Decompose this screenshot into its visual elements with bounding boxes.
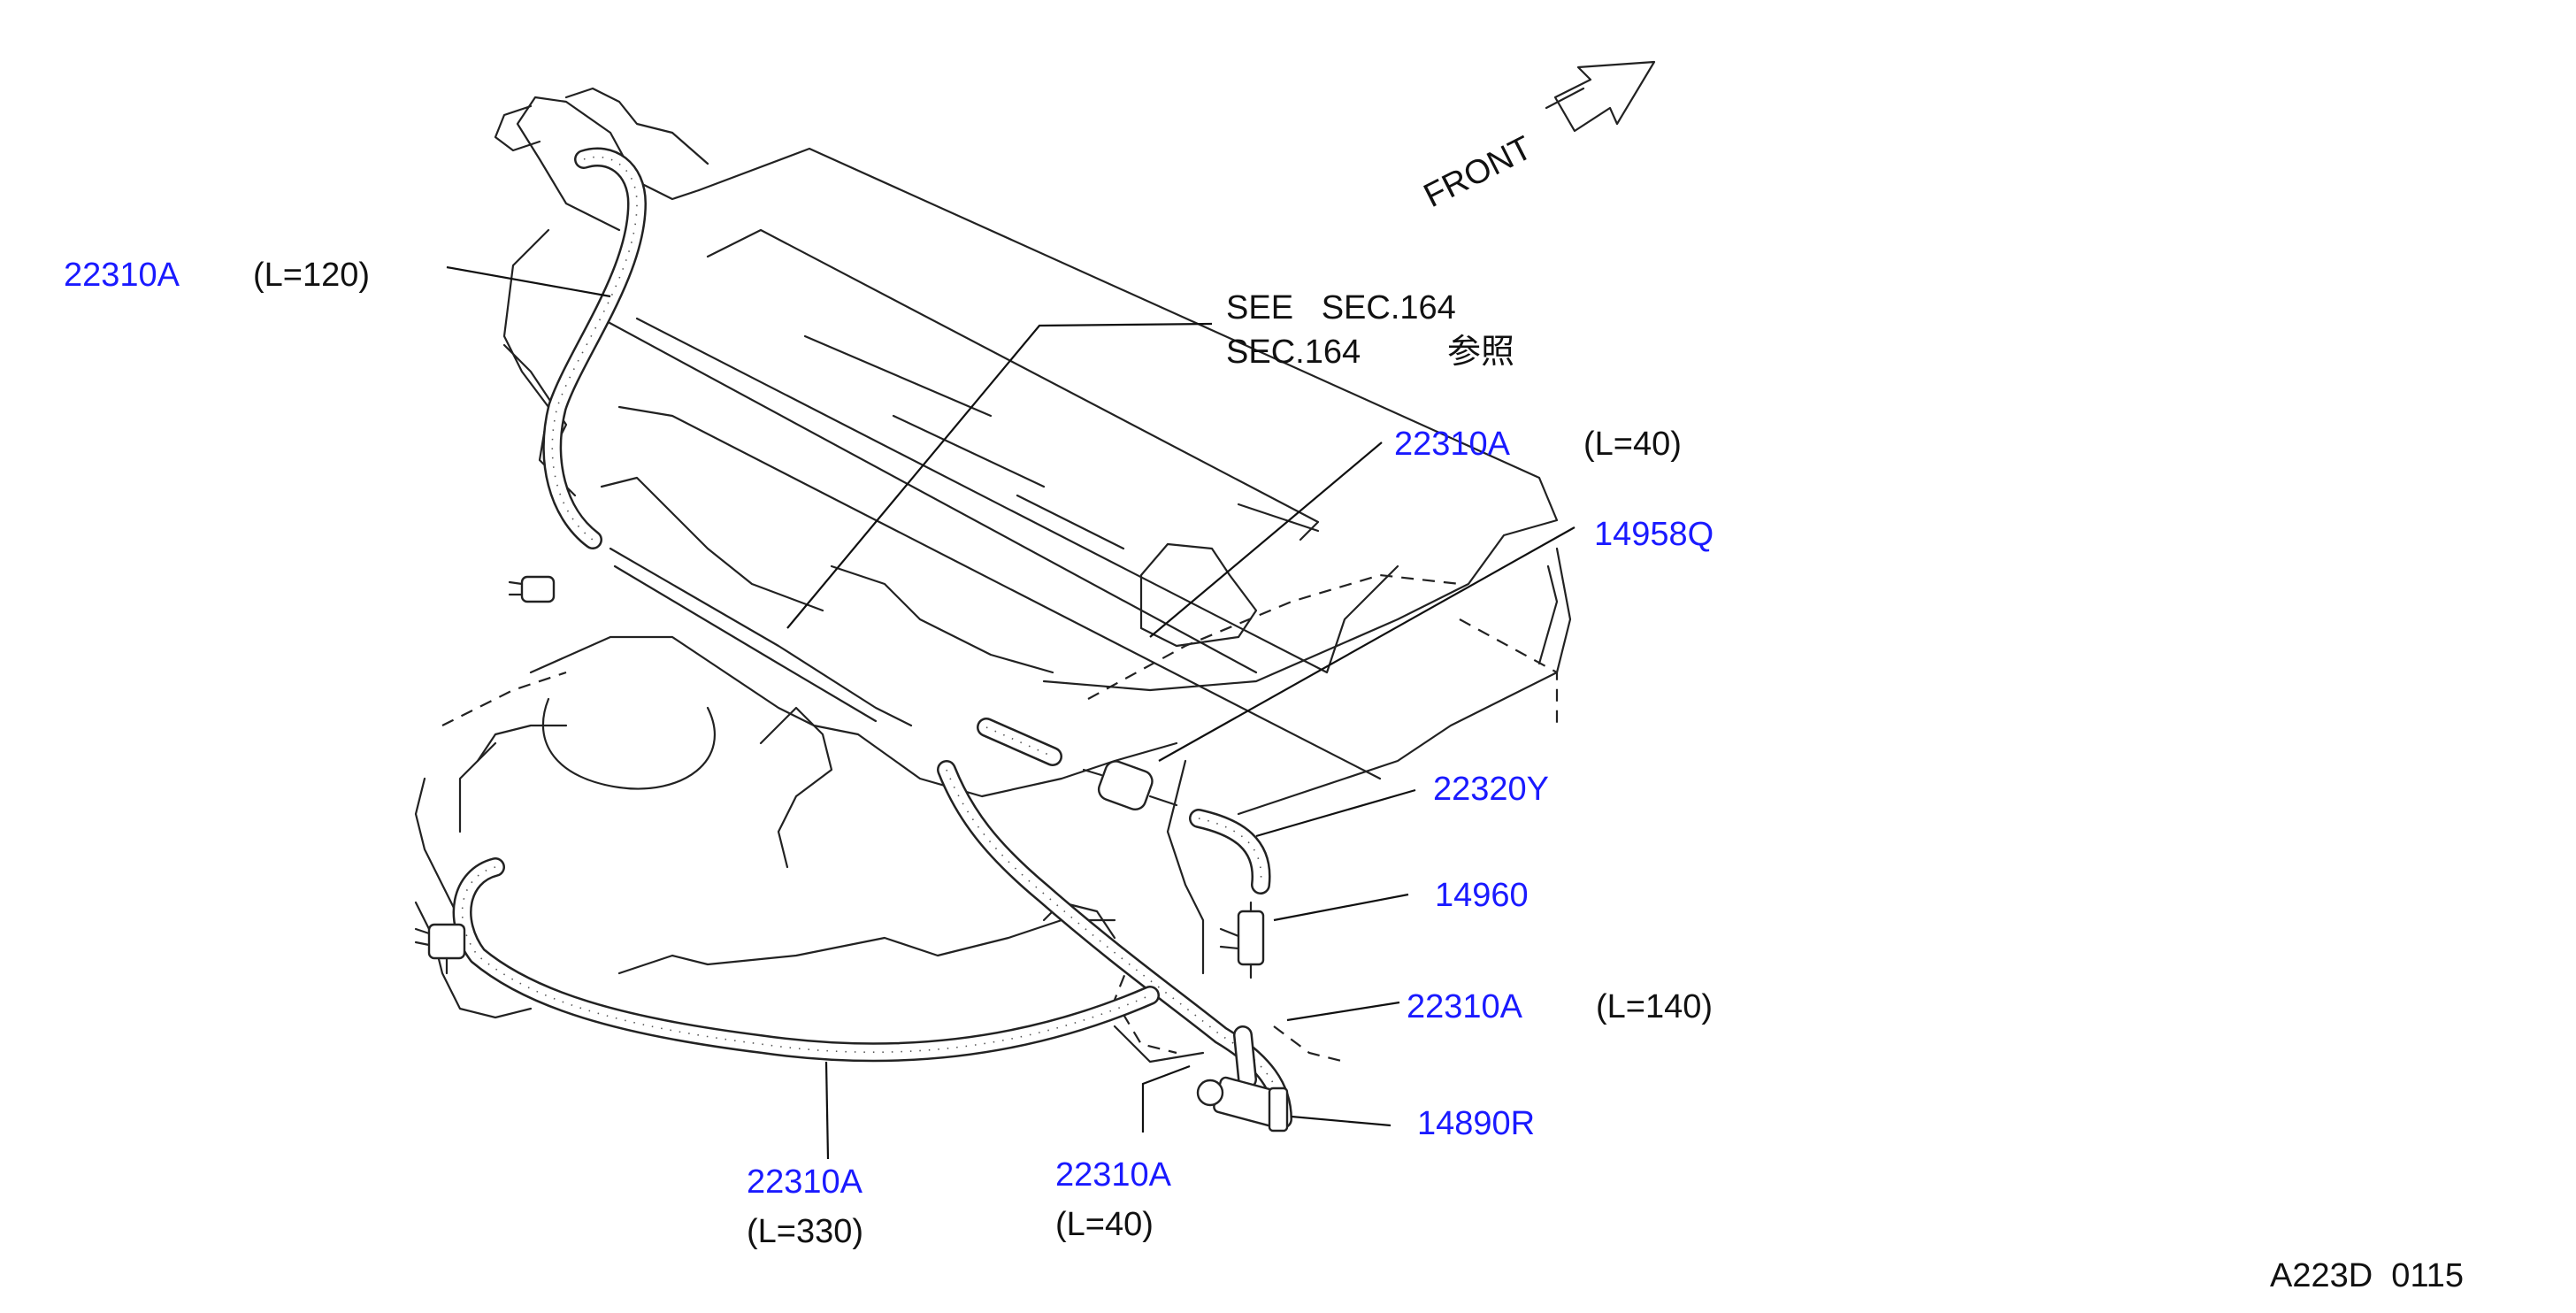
callout-c5[interactable]: 14960 bbox=[1435, 877, 1529, 914]
leader-lines bbox=[446, 265, 1576, 1160]
callout-c7[interactable]: 14890R bbox=[1417, 1105, 1535, 1142]
pipe-left-2 bbox=[613, 564, 878, 723]
part-number[interactable]: 22310A bbox=[1394, 426, 1511, 463]
part-length: (L=140) bbox=[1596, 988, 1713, 1025]
hose-l40-lower bbox=[1233, 1025, 1257, 1089]
hose-upper-l120 bbox=[542, 147, 647, 549]
part-length: (L=120) bbox=[253, 257, 370, 294]
callout-c9[interactable]: 22310A (L=40) bbox=[1055, 1156, 1172, 1243]
engine-outline bbox=[414, 87, 1572, 1063]
callout-c8[interactable]: 22310A (L=330) bbox=[747, 1163, 863, 1250]
part-length: (L=40) bbox=[1055, 1206, 1154, 1243]
hose-22320y-side bbox=[1189, 809, 1271, 895]
callout-c4[interactable]: 22320Y bbox=[1433, 771, 1549, 808]
valve-14958q bbox=[1082, 760, 1178, 811]
pipe-left bbox=[609, 547, 913, 727]
callout-c3[interactable]: 14958Q bbox=[1594, 516, 1714, 553]
vsv-14890r bbox=[1196, 1076, 1289, 1133]
fitting-top-left bbox=[508, 575, 556, 603]
see-section-note: SEE SEC.164 SEC.164 参照 bbox=[1226, 289, 1514, 371]
part-number[interactable]: 14958Q bbox=[1594, 516, 1714, 553]
callout-c2[interactable]: 22310A (L=40) bbox=[1394, 426, 1682, 463]
hose-l140 bbox=[937, 760, 1292, 1129]
part-length: (L=40) bbox=[1583, 426, 1682, 463]
part-number[interactable]: 14960 bbox=[1435, 877, 1529, 914]
engine-hidden-lines bbox=[441, 573, 1559, 1063]
see-note-line2-jp: 参照 bbox=[1447, 334, 1514, 371]
hose-l40-upper bbox=[977, 718, 1062, 766]
callout-c6[interactable]: 22310A (L=140) bbox=[1407, 988, 1713, 1025]
part-number[interactable]: 14890R bbox=[1417, 1105, 1535, 1142]
connector-14960 bbox=[1219, 901, 1265, 979]
fitting-left bbox=[414, 923, 466, 975]
diagram-code: A223D 0115 bbox=[2270, 1257, 2464, 1294]
part-number[interactable]: 22310A bbox=[747, 1163, 863, 1201]
part-number[interactable]: 22310A bbox=[1407, 988, 1523, 1025]
part-number[interactable]: 22320Y bbox=[1433, 771, 1549, 808]
part-length: (L=330) bbox=[747, 1213, 863, 1250]
part-number[interactable]: 22310A bbox=[64, 257, 180, 294]
front-arrow-icon bbox=[1545, 60, 1656, 133]
see-note-line2-code: SEC.164 bbox=[1226, 334, 1361, 371]
part-number[interactable]: 22310A bbox=[1055, 1156, 1172, 1194]
front-indicator: FRONT bbox=[1418, 60, 1656, 215]
callout-c1[interactable]: 22310A (L=120) bbox=[64, 257, 370, 294]
front-label: FRONT bbox=[1418, 129, 1538, 215]
see-note-line1: SEE SEC.164 bbox=[1226, 289, 1456, 326]
